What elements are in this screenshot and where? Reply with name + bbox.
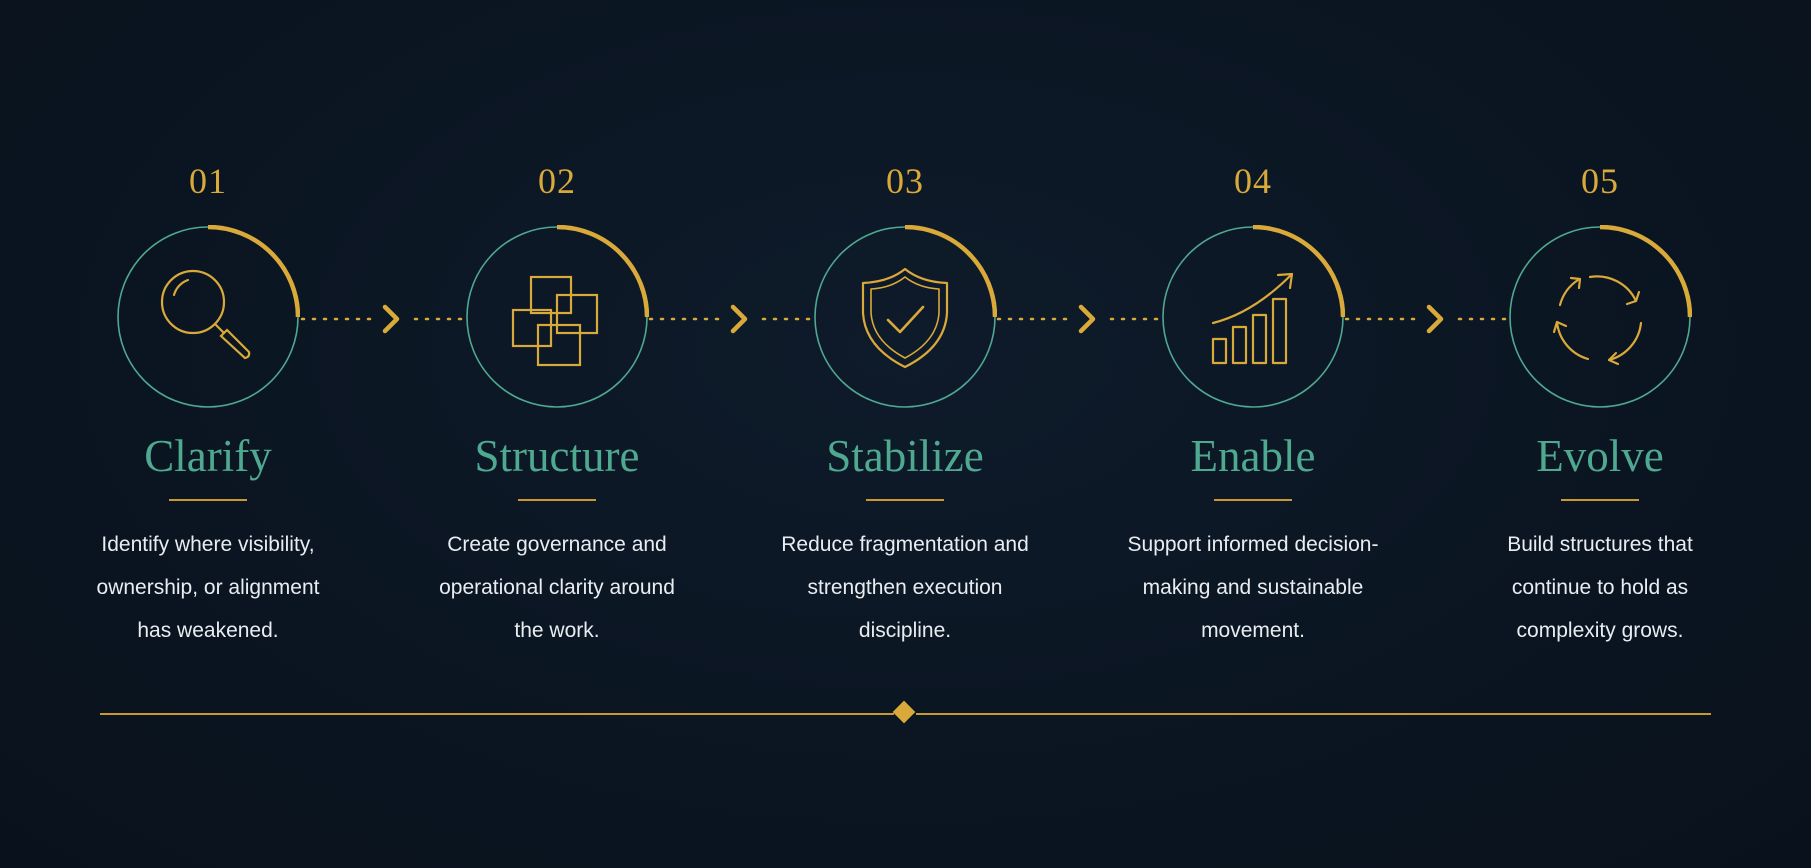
title-underline: [518, 499, 596, 501]
step-ring: [117, 225, 300, 408]
growth-chart-icon: [1211, 272, 1294, 365]
step-title: Enable: [1190, 431, 1316, 481]
desc-line: the work.: [514, 619, 600, 642]
desc-line: Support informed decision-: [1127, 533, 1379, 556]
step-ring: [1162, 225, 1345, 408]
desc-line: Create governance and: [447, 533, 667, 556]
step-number: 01: [189, 161, 227, 201]
diamond-ornament: [892, 700, 916, 724]
title-underline: [1561, 499, 1639, 501]
chevron-right-icon: [382, 304, 400, 334]
desc-line: movement.: [1201, 619, 1305, 642]
step-description: Reduce fragmentation and strengthen exec…: [745, 523, 1065, 652]
desc-line: operational clarity around: [439, 576, 675, 599]
overlapping-squares-icon: [511, 275, 599, 367]
baseline-rule-left: [100, 713, 894, 715]
desc-line: continue to hold as: [1511, 576, 1689, 599]
step-number: 03: [886, 161, 924, 201]
step-description: Support informed decision- making and su…: [1093, 523, 1413, 652]
step-description: Identify where visibility, ownership, or…: [48, 523, 368, 652]
desc-line: Reduce fragmentation and: [781, 533, 1029, 556]
step-description: Build structures that continue to hold a…: [1440, 523, 1760, 652]
desc-line: Identify where visibility,: [101, 533, 315, 556]
desc-line: making and sustainable: [1142, 576, 1364, 599]
step-title: Clarify: [144, 431, 272, 481]
title-underline: [169, 499, 247, 501]
step-ring: [1509, 225, 1692, 408]
magnifier-icon: [160, 269, 251, 360]
desc-line: Build structures that: [1507, 533, 1693, 556]
baseline-rule-right: [916, 713, 1711, 715]
step-description: Create governance and operational clarit…: [397, 523, 717, 652]
chevron-right-icon: [1426, 304, 1444, 334]
desc-line: strengthen execution: [807, 576, 1003, 599]
desc-line: complexity grows.: [1516, 619, 1684, 642]
title-underline: [866, 499, 944, 501]
chevron-right-icon: [1078, 304, 1096, 334]
step-number: 02: [538, 161, 576, 201]
step-number: 04: [1234, 161, 1272, 201]
step-title: Evolve: [1536, 431, 1664, 481]
shield-check-icon: [861, 267, 949, 369]
cycle-arrows-icon: [1552, 275, 1643, 366]
step-number: 05: [1581, 161, 1619, 201]
step-title: Structure: [474, 431, 640, 481]
step-ring: [466, 225, 649, 408]
desc-line: discipline.: [858, 619, 952, 642]
chevron-right-icon: [730, 304, 748, 334]
title-underline: [1214, 499, 1292, 501]
step-title: Stabilize: [826, 431, 984, 481]
desc-line: has weakened.: [137, 619, 279, 642]
step-ring: [814, 225, 997, 408]
desc-line: ownership, or alignment: [96, 576, 320, 599]
